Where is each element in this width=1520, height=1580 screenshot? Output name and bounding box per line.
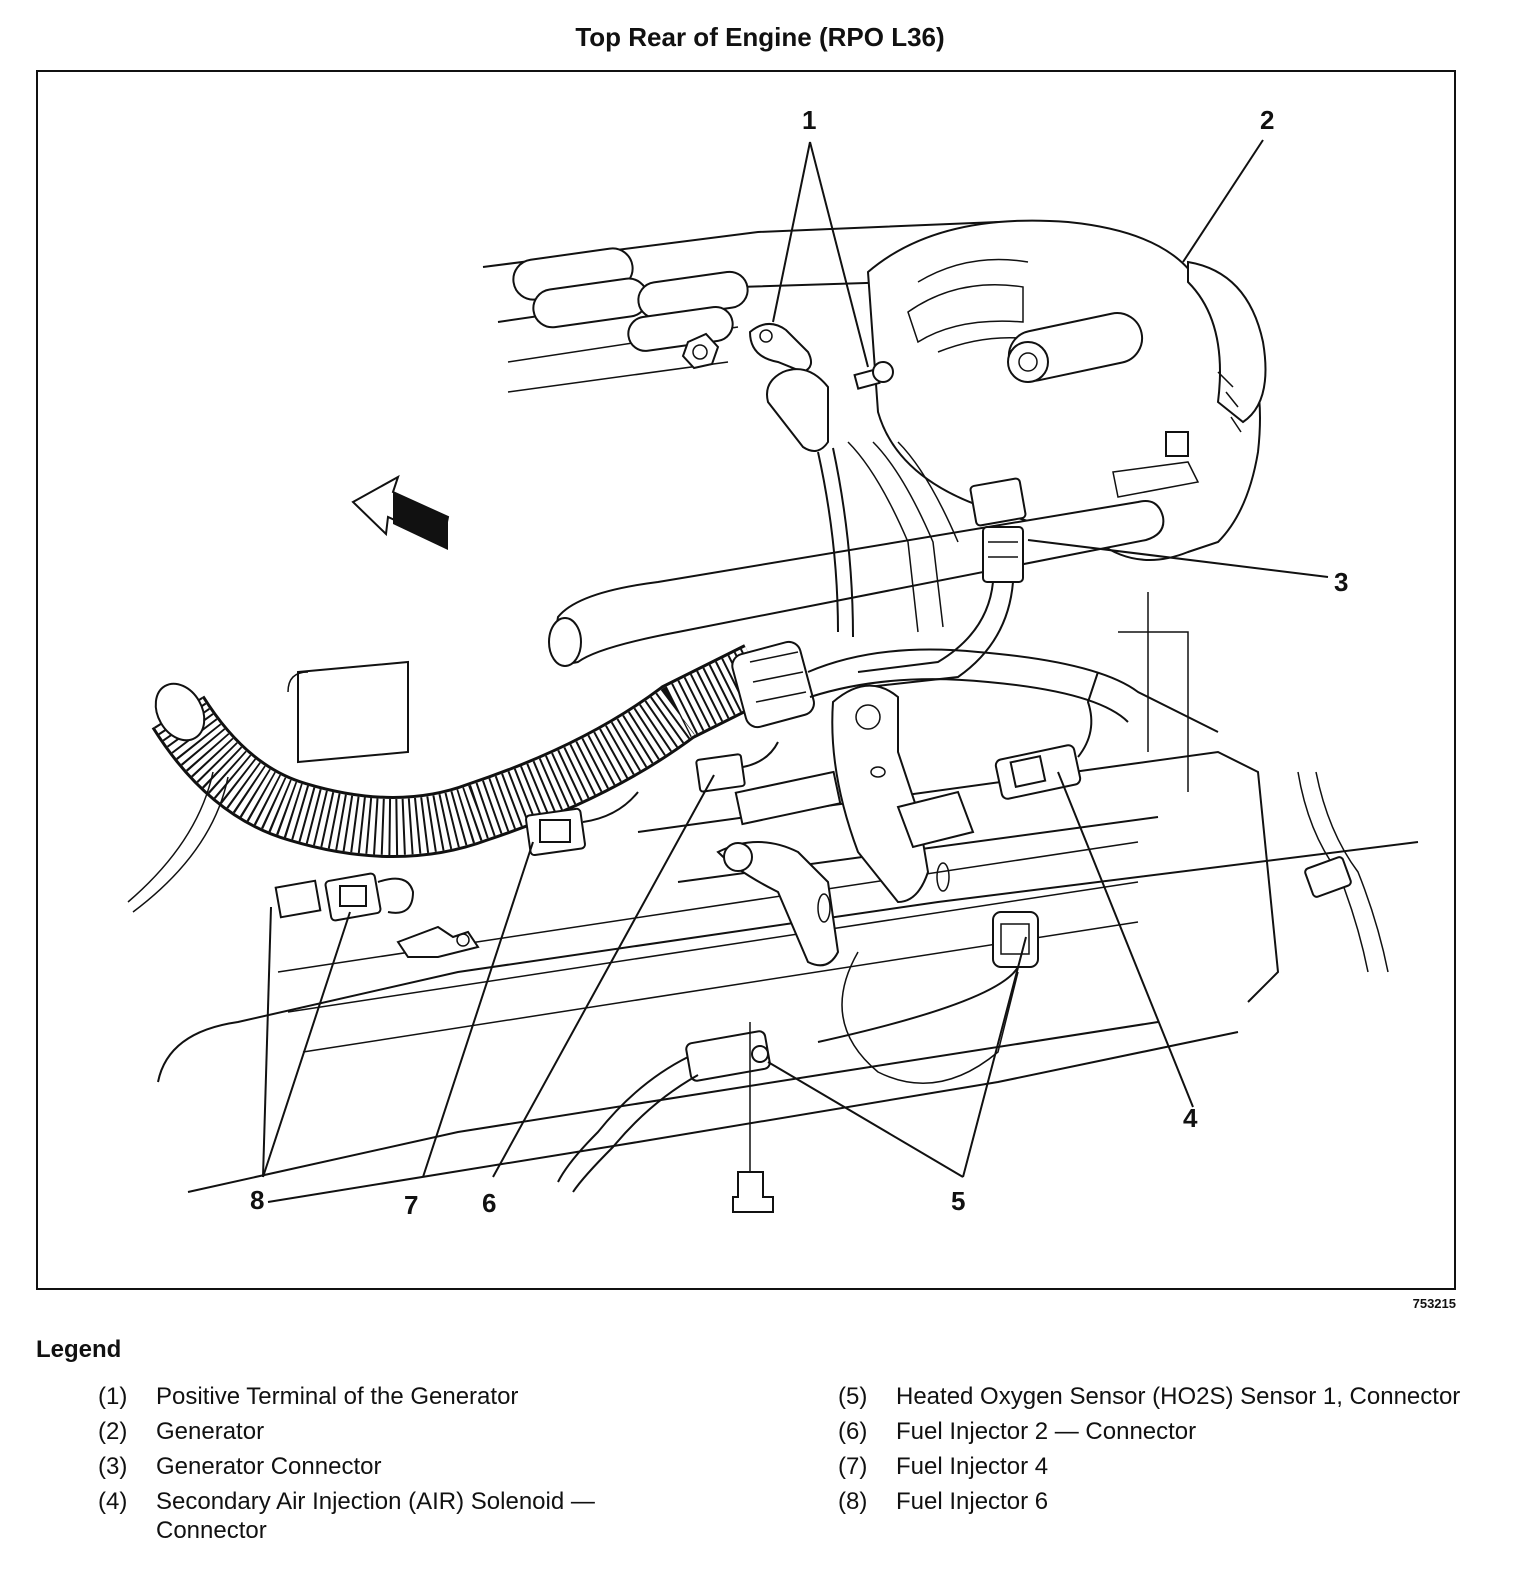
callout-2: 2 [1260, 105, 1274, 135]
legend-text: Fuel Injector 6 [896, 1488, 1049, 1515]
legend-item: (1) Positive Terminal of the Generator [98, 1382, 698, 1411]
callout-1: 1 [802, 105, 816, 135]
ho2s-connector [557, 911, 1039, 1213]
legend-item: (4) Secondary Air Injection (AIR) Soleno… [98, 1487, 698, 1545]
direction-arrow [351, 474, 450, 550]
legend-item: (5) Heated Oxygen Sensor (HO2S) Sensor 1… [838, 1382, 1478, 1411]
callout-6: 6 [482, 1188, 496, 1218]
intake-runners [512, 247, 749, 352]
legend-title: Legend [36, 1336, 122, 1363]
legend-item: (2) Generator [98, 1417, 698, 1446]
legend-text: Secondary Air Injection (AIR) Solenoid —… [156, 1488, 595, 1544]
main-harness [127, 640, 1389, 973]
legend-text: Fuel Injector 2 — Connector [896, 1418, 1197, 1445]
legend-item: (8) Fuel Injector 6 [838, 1487, 1478, 1516]
callout-7: 7 [404, 1190, 418, 1220]
legend-text: Generator [156, 1418, 265, 1445]
legend-item: (7) Fuel Injector 4 [838, 1452, 1478, 1481]
legend-item: (3) Generator Connector [98, 1452, 698, 1481]
legend-text: Heated Oxygen Sensor (HO2S) Sensor 1, Co… [896, 1383, 1461, 1410]
center-bracket [716, 684, 975, 967]
legend-number: (1) [98, 1383, 128, 1410]
injector-connectors [274, 741, 779, 958]
generator-connector [847, 441, 1027, 688]
legend-number: (6) [838, 1418, 868, 1445]
diagram-title: Top Rear of Engine (RPO L36) [575, 22, 945, 52]
callout-labels: 1 2 3 4 5 6 7 8 [250, 105, 1348, 1220]
legend-column-right: (5) Heated Oxygen Sensor (HO2S) Sensor 1… [838, 1382, 1478, 1522]
leader-lines [262, 139, 1329, 1178]
figure-id: 753215 [1412, 1296, 1456, 1311]
legend-number: (7) [838, 1453, 868, 1480]
legend-number: (3) [98, 1453, 128, 1480]
legend-text: Fuel Injector 4 [896, 1453, 1049, 1480]
legend-number: (2) [98, 1418, 128, 1445]
legend-item: (6) Fuel Injector 2 — Connector [838, 1417, 1478, 1446]
legend-number: (5) [838, 1383, 868, 1410]
engine-illustration-frame: 1 2 3 4 5 6 7 8 [36, 70, 1456, 1290]
engine-illustration: 1 2 3 4 5 6 7 8 [127, 105, 1419, 1220]
callout-3: 3 [1334, 567, 1348, 597]
generator [866, 219, 1267, 561]
callout-4: 4 [1183, 1103, 1198, 1133]
legend-text: Generator Connector [156, 1453, 382, 1480]
legend-text: Positive Terminal of the Generator [156, 1383, 519, 1410]
legend-number: (8) [838, 1488, 868, 1515]
legend-column-left: (1) Positive Terminal of the Generator (… [98, 1382, 698, 1551]
positive-terminal [681, 323, 894, 638]
legend-number: (4) [98, 1488, 128, 1515]
callout-8: 8 [250, 1185, 264, 1215]
callout-5: 5 [951, 1186, 965, 1216]
air-solenoid-connector [994, 671, 1099, 800]
